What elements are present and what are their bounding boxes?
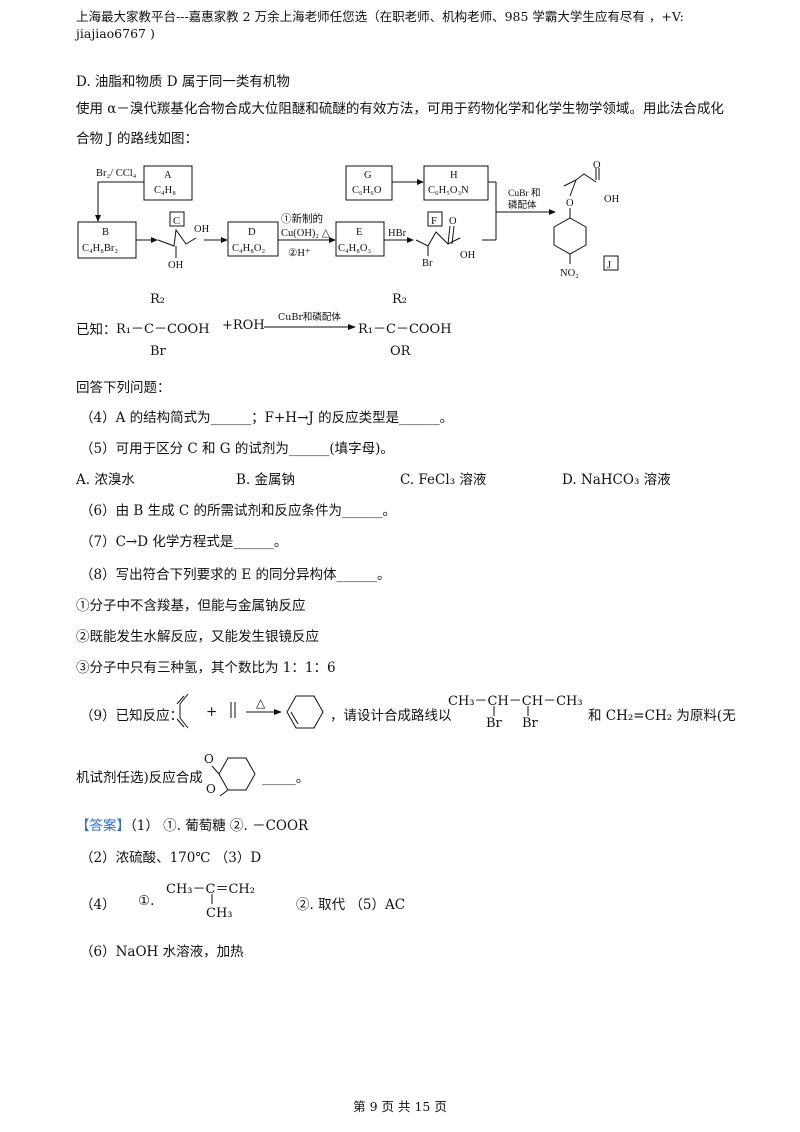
question-4: （4）A 的结构简式为______；F+H→J 的反应类型是______。 xyxy=(80,410,454,426)
answer-2-3: （2）浓硫酸、170℃ （3）D xyxy=(80,850,262,866)
known-or-right: OR xyxy=(390,344,411,359)
box-g-formula: C₆H₆O xyxy=(352,185,382,196)
q5-option-c: C. FeCl₃ 溶液 xyxy=(400,472,487,488)
box-f-label: F xyxy=(431,216,437,227)
answer-line-1: 【答案】（1） ①. 葡萄糖 ②. －COOR xyxy=(76,814,308,834)
question-8: （8）写出符合下列要求的 E 的同分异构体______。 xyxy=(80,567,391,583)
known-product: R₁－C－COOH xyxy=(358,322,452,337)
f-oxygen: O xyxy=(449,216,457,227)
box-e-label: E xyxy=(356,227,362,238)
condition-fresh: ①新制的 xyxy=(281,212,323,225)
box-e-formula: C₄H₈O₃ xyxy=(338,243,371,254)
dione-oxygen-1: O xyxy=(204,752,214,766)
question-6: （6）由 B 生成 C 的所需试剂和反应条件为______。 xyxy=(80,503,397,519)
answer-4-one: ①. xyxy=(138,893,155,909)
answer-1: （1） ①. 葡萄糖 ②. －COOR xyxy=(130,818,309,834)
box-g-label: G xyxy=(364,170,372,181)
known-condition: CuBr和磷配体 xyxy=(278,312,341,323)
box-j-label: J xyxy=(607,260,611,271)
page-header: 上海最大家教平台---嘉惠家教 2 万余上海老师任您选（在职老师、机构老师、98… xyxy=(76,8,726,42)
condition-1: ①分子中不含羧基，但能与金属钠反应 xyxy=(76,598,306,614)
box-b-label: B xyxy=(102,227,109,238)
header-line-2: jiajiao6767 ) xyxy=(76,26,155,41)
answer-4-prefix: （4） xyxy=(80,897,116,913)
question-9-prefix: （9）已知反应： xyxy=(80,708,184,724)
q9-reaction-arrow xyxy=(246,709,282,715)
condition-2: ②既能发生水解反应，又能发生银镜反应 xyxy=(76,629,319,645)
known-reactant: R₁－C－COOH xyxy=(116,322,210,337)
condition-3: ③分子中只有三种氢，其个数比为 1：1：6 xyxy=(76,660,336,676)
known-reaction-arrow xyxy=(264,324,356,330)
known-label: 已知： xyxy=(76,322,117,338)
answer-4-rest: ②. 取代 （5）AC xyxy=(296,897,406,913)
j-oh: OH xyxy=(604,194,620,205)
q9-tail: _____。 xyxy=(262,770,310,786)
intro-paragraph: 使用 α－溴代羰基化合物合成大位阻醚和硫醚的有效方法，可用于药物化学和化学生物学… xyxy=(76,101,724,147)
q9-plus: + xyxy=(206,704,218,720)
option-d-text: D. 油脂和物质 D 属于同一类有机物 xyxy=(76,74,290,90)
j-oxygen-top: O xyxy=(593,160,601,171)
f-oh: OH xyxy=(460,250,476,261)
answer-4-ch3: CH₃ xyxy=(206,906,233,921)
dione-oxygen-2: O xyxy=(206,782,216,796)
q5-option-b: B. 金属钠 xyxy=(236,472,296,488)
known-r2-left: R₂ xyxy=(150,292,165,307)
condition-cubr: CuBr 和 xyxy=(508,188,540,199)
j-nitro: NO₂ xyxy=(560,268,579,279)
known-roh: +ROH xyxy=(222,318,265,333)
question-7: （7）C→D 化学方程式是______。 xyxy=(80,534,288,550)
q5-option-a: A. 浓溴水 xyxy=(76,472,135,488)
c-oh-top: OH xyxy=(194,224,210,235)
cyclohexanedione-structure xyxy=(211,757,256,797)
known-br-left: Br xyxy=(150,344,166,359)
condition-cuoh2: Cu(OH)₂ △ xyxy=(281,228,331,239)
condition-ligand: 磷配体 xyxy=(508,199,537,211)
box-c-label: C xyxy=(173,216,180,227)
header-line-1: 上海最大家教平台---嘉惠家教 2 万余上海老师任您选（在职老师、机构老师、98… xyxy=(76,9,684,24)
reagent-br2-ccl4: Br₂/ CCl₄ xyxy=(96,168,137,179)
condition-acid: ②H⁺ xyxy=(288,247,311,259)
question-5: （5）可用于区分 C 和 G 的试剂为______(填字母)。 xyxy=(80,441,394,457)
q9-line-2: 机试剂任选)反应合成 xyxy=(76,770,203,786)
q9-br-2: Br xyxy=(522,716,538,731)
box-a-label: A xyxy=(164,170,172,181)
questions-heading: 回答下列问题： xyxy=(76,380,171,396)
q9-mid-text: ，请设计合成路线以 xyxy=(330,708,452,724)
page-footer: 第 9 页 共 15 页 xyxy=(353,1099,447,1114)
f-bromine: Br xyxy=(422,258,433,269)
q9-br-1: Br xyxy=(486,716,502,731)
c-oh-bottom: OH xyxy=(168,260,184,271)
diene-structure xyxy=(176,693,189,729)
box-b-formula: C₄H₈Br₂ xyxy=(82,243,118,254)
q5-option-d: D. NaHCO₃ 溶液 xyxy=(562,472,671,488)
q9-dibromobutane: CH₃－CH－CH－CH₃ xyxy=(448,694,583,709)
dibromobutane-bonds xyxy=(493,706,529,716)
answer-tag: 【答案】 xyxy=(76,818,130,834)
j-ether-oxygen: O xyxy=(566,198,574,209)
q9-suffix: 和 CH₂=CH₂ 为原料(无 xyxy=(588,708,736,724)
answer-4-branch-bond xyxy=(211,894,213,904)
box-d-label: D xyxy=(248,227,256,238)
answer-4-formula: CH₃－C＝CH₂ xyxy=(166,882,255,897)
answer-6: （6）NaOH 水溶液，加热 xyxy=(80,944,244,960)
q9-delta: △ xyxy=(256,696,266,710)
known-r2-right: R₂ xyxy=(392,292,407,307)
box-h-label: H xyxy=(450,170,458,181)
reagent-hbr: HBr xyxy=(388,228,407,239)
box-d-formula: C₄H₈O₂ xyxy=(232,243,265,254)
ethene-structure xyxy=(230,702,236,718)
synthesis-route-diagram: Br₂/ CCl₄ A C₄H₈ B C₄H₈Br₂ C OH OH D C₄H… xyxy=(77,160,620,279)
cyclohexene-structure xyxy=(286,695,324,729)
box-h-formula: C₆H₅O₃N xyxy=(428,185,469,196)
box-a-formula: C₄H₈ xyxy=(154,185,176,196)
